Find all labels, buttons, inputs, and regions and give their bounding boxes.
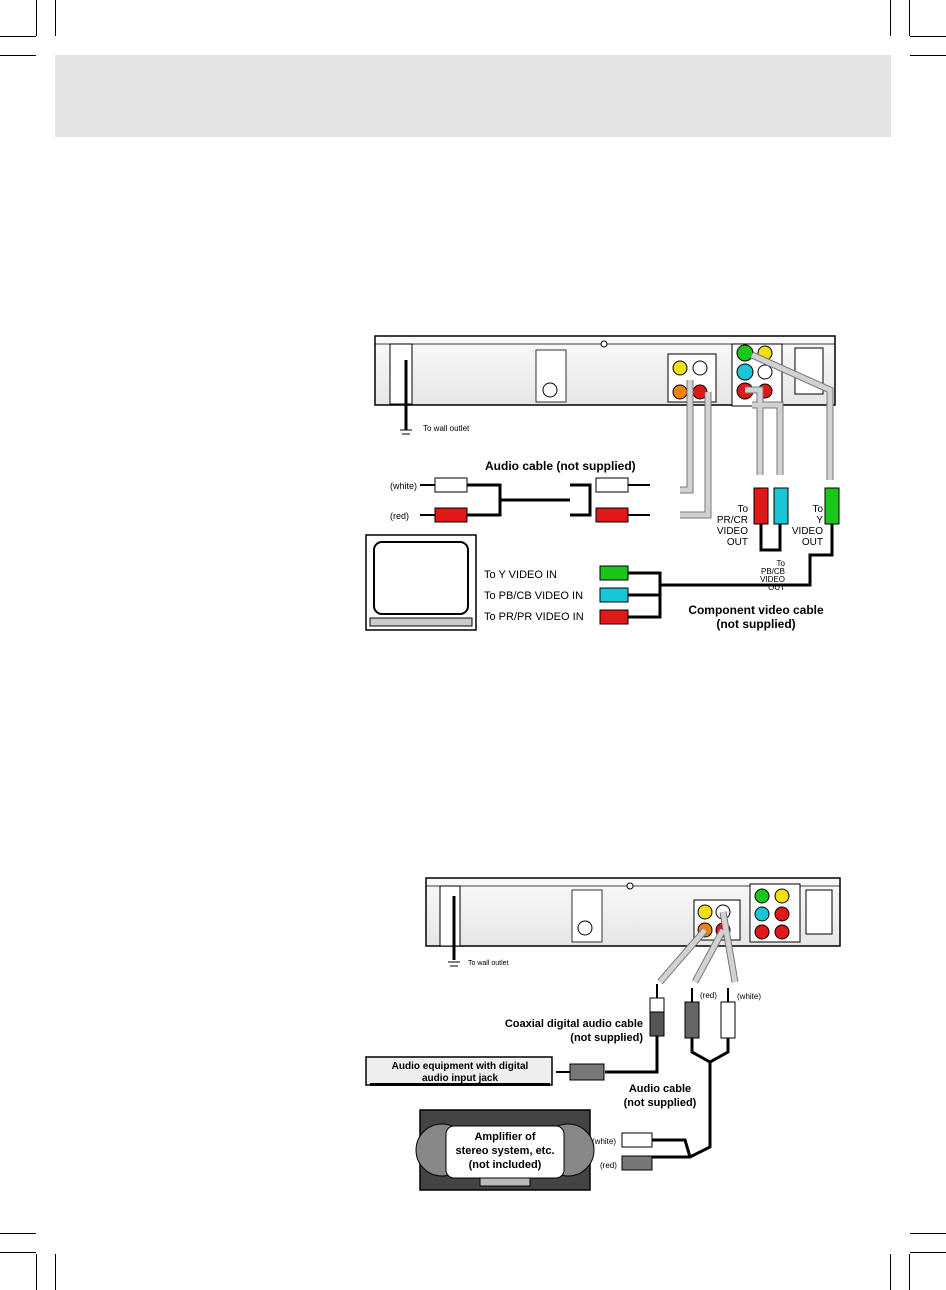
red-label: (red) [390, 511, 409, 521]
crop-mark [910, 1252, 946, 1253]
tv-pb-in-label: To PB/CB VIDEO IN [484, 590, 583, 602]
svg-text:PR/CR: PR/CR [717, 515, 748, 526]
wall-outlet-label: To wall outlet [468, 960, 509, 967]
tv-pr-in-label: To PR/PR VIDEO IN [484, 611, 584, 623]
tv-monitor [365, 534, 477, 631]
yellow-jack [697, 904, 713, 920]
component-plugs-tv [599, 565, 662, 625]
player-jacks [672, 344, 773, 400]
pb-out-label: To PB/CB VIDEO OUT [760, 559, 785, 592]
tv-y-in-label: To Y VIDEO IN [484, 569, 557, 581]
component-cable-label: Component video cable [688, 603, 824, 617]
component-cable-sub-label: (not supplied) [716, 617, 795, 631]
audio-equipment-sub-label: audio input jack [422, 1073, 499, 1084]
component-plugs-top [660, 487, 840, 587]
audio-cable-label: Audio cable [629, 1083, 691, 1095]
yellow-jack [672, 360, 688, 376]
crop-mark [0, 55, 36, 56]
svg-text:OUT: OUT [727, 537, 748, 548]
svg-text:OUT: OUT [802, 537, 823, 548]
crop-mark [36, 1254, 37, 1290]
coax-plug [649, 984, 665, 1037]
y-out-label: To Y VIDEO OUT [792, 504, 824, 548]
audio-equipment [365, 1056, 605, 1086]
pr-out-label: To PR/CR VIDEO OUT [717, 504, 749, 548]
crop-mark [910, 1233, 946, 1234]
green-jack [736, 344, 754, 362]
crop-mark [0, 1252, 36, 1253]
crop-mark [890, 0, 891, 36]
red-label: (red) [700, 991, 717, 1000]
crop-mark [890, 1254, 891, 1290]
coax-sub-label: (not supplied) [570, 1032, 643, 1044]
wall-outlet-label: To wall outlet [423, 424, 470, 433]
white-jack [692, 360, 708, 376]
svg-text:VIDEO: VIDEO [792, 526, 823, 537]
white-label: (white) [737, 992, 761, 1001]
audio-equipment-label: Audio equipment with digital [392, 1061, 529, 1072]
crop-mark [910, 36, 946, 37]
amp-white-label: (white) [592, 1137, 616, 1146]
audio-plugs [684, 988, 736, 1039]
amplifier [415, 1109, 595, 1191]
amp-red-label: (red) [600, 1161, 617, 1170]
audio-connection-diagram: To wall outlet (red) (white) Coaxial dig… [365, 877, 841, 1191]
cyan-jack [736, 363, 754, 381]
svg-text:To: To [737, 504, 748, 515]
crop-mark [55, 0, 56, 36]
amp-plugs [621, 1132, 653, 1171]
crop-mark [0, 36, 36, 37]
svg-text:To: To [777, 559, 786, 568]
crop-mark [909, 1254, 910, 1290]
orange-jack [672, 384, 688, 400]
svg-text:Y: Y [816, 515, 823, 526]
svg-text:To: To [812, 504, 823, 515]
svg-text:PB/CB: PB/CB [761, 567, 785, 576]
audio-cable-plugs [420, 477, 650, 523]
svg-text:VIDEO: VIDEO [760, 575, 785, 584]
amp-label: Amplifier of [474, 1131, 535, 1143]
crop-mark [55, 1254, 56, 1290]
crop-mark [910, 55, 946, 56]
svg-text:VIDEO: VIDEO [717, 526, 748, 537]
crop-mark [0, 1233, 36, 1234]
crop-mark [909, 0, 910, 36]
component-video-diagram: To wall outlet Audio cable (not supplied… [365, 335, 840, 631]
crop-mark [36, 0, 37, 36]
audio-cable-label: Audio cable (not supplied) [485, 459, 636, 473]
coax-label: Coaxial digital audio cable [505, 1018, 643, 1030]
amp-note-label: (not included) [469, 1159, 542, 1171]
white-label: (white) [390, 481, 417, 491]
amp-sub-label: stereo system, etc. [455, 1145, 554, 1157]
header-band [55, 55, 891, 137]
audio-cable-sub-label: (not supplied) [624, 1097, 697, 1109]
svg-text:OUT: OUT [768, 583, 785, 592]
